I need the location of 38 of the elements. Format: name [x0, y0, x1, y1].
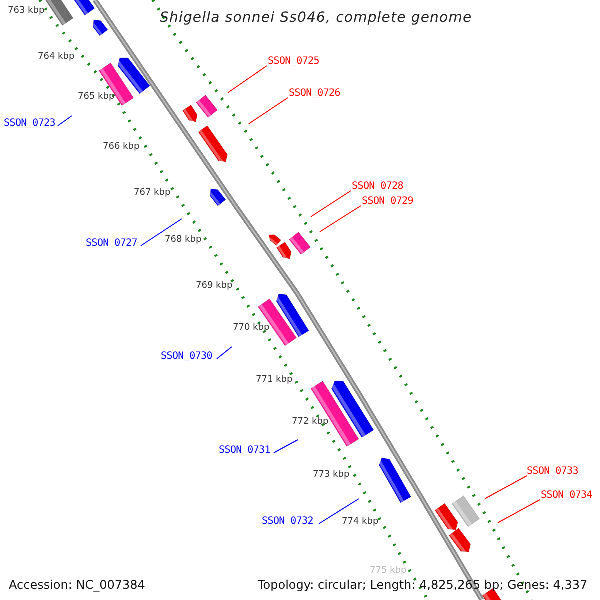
gene-label: SSON_0734	[541, 491, 592, 501]
accession-text: Accession: NC_007384	[9, 579, 146, 591]
scale-label: 771 kbp	[256, 376, 293, 385]
scale-label: 765 kbp	[78, 93, 115, 102]
leader-line	[318, 498, 360, 524]
leader-line	[498, 500, 540, 524]
scale-label: 772 kbp	[292, 418, 329, 427]
leader-line	[484, 476, 528, 500]
scale-label: 775 kbp	[370, 567, 407, 576]
scale-label: 766 kbp	[103, 143, 140, 152]
leader-line	[58, 116, 72, 126]
leader-line	[310, 190, 352, 218]
gene-label: SSON_0727	[86, 239, 138, 249]
map-title: Shigella sonnei Ss046, complete genome	[160, 11, 472, 25]
gene-label: SSON_0733	[527, 467, 578, 477]
gene-label: SSON_0732	[262, 517, 314, 527]
gene-label: SSON_0729	[362, 197, 414, 207]
gene-label: SSON_0726	[289, 89, 340, 99]
scale-label: 774 kbp	[342, 518, 379, 527]
gene-label: SSON_0730	[161, 352, 212, 362]
gene-label: SSON_0723	[4, 119, 56, 129]
leader-line	[216, 346, 232, 360]
gene-label: SSON_0725	[268, 57, 320, 67]
leader-line	[140, 218, 182, 246]
scale-label: 764 kbp	[38, 53, 75, 62]
scale-label: 773 kbp	[313, 471, 350, 480]
leader-line	[228, 66, 268, 94]
scale-label: 763 kbp	[8, 7, 45, 16]
scale-label: 768 kbp	[165, 236, 202, 245]
genome-info-text: Topology: circular; Length: 4,825,265 bp; Genes: 4,337	[258, 579, 588, 591]
scale-label: 769 kbp	[196, 282, 233, 291]
leader-line	[274, 440, 298, 454]
scale-label: 767 kbp	[134, 189, 171, 198]
scale-label: 770 kbp	[233, 324, 270, 333]
leader-line	[248, 98, 288, 124]
gene-label: SSON_0731	[219, 446, 270, 456]
gene-label: SSON_0728	[352, 182, 404, 192]
leader-line	[320, 206, 362, 232]
